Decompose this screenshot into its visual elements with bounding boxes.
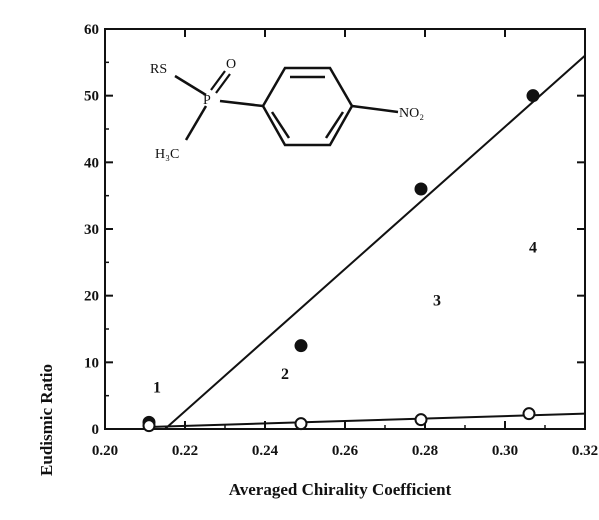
y-tick-label: 0	[92, 422, 100, 438]
open-data-point	[142, 419, 156, 433]
phosphorus-label: P	[203, 93, 211, 108]
open-data-point	[294, 417, 308, 431]
bond-ring-no2	[351, 104, 399, 114]
filled-data-point	[414, 182, 428, 196]
ring-inner-bond-left	[270, 111, 291, 139]
y-tick-label: 50	[84, 89, 99, 105]
oxygen-label: O	[226, 57, 236, 72]
x-tick-label: 0.28	[412, 443, 438, 459]
x-tick-label: 0.30	[492, 443, 518, 459]
x-tick-label: 0.22	[172, 443, 198, 459]
rs-label: RS	[150, 62, 167, 77]
plot-frame	[104, 28, 586, 430]
fit-lines	[148, 54, 586, 430]
methyl-label: H₃C	[155, 147, 179, 162]
point-number-label: 2	[281, 366, 289, 383]
bond-p-ch3	[184, 105, 208, 141]
bond-p-o-2	[215, 73, 231, 94]
y-axis-title: Eudismic Ratio	[37, 364, 56, 476]
filled-data-point	[294, 339, 308, 353]
data-points	[142, 89, 540, 433]
x-axis-title: Averaged Chirality Coefficient	[229, 480, 452, 499]
molecule-structure: RS O P H₃C NO₂	[150, 57, 424, 162]
y-tick-label: 10	[84, 355, 99, 371]
nitro-label: NO₂	[399, 106, 424, 121]
x-tick-label: 0.32	[572, 443, 598, 459]
open-data-point	[414, 413, 428, 427]
bond-p-ring	[219, 99, 264, 108]
ring-inner-bond-right	[324, 111, 345, 139]
benzene-ring	[261, 66, 354, 147]
open-data-point	[522, 407, 536, 421]
x-tick-label: 0.20	[92, 443, 118, 459]
point-annotations: 1 2 3 4	[153, 239, 537, 396]
x-tick-label: 0.26	[332, 443, 359, 459]
point-number-label: 1	[153, 379, 161, 396]
y-tick-label: 60	[84, 22, 99, 38]
fit-line	[164, 54, 586, 430]
bond-rs-p	[174, 74, 207, 97]
x-axis-ticks: 0.20 0.22 0.24 0.26 0.28 0.30 0.32	[92, 29, 598, 459]
point-number-label: 4	[529, 239, 537, 256]
y-tick-label: 20	[84, 289, 99, 305]
bond-p-o-1	[210, 70, 226, 91]
fit-line	[148, 412, 586, 428]
point-number-label: 3	[433, 293, 441, 310]
y-tick-label: 40	[84, 155, 99, 171]
x-tick-label: 0.24	[252, 443, 279, 459]
y-tick-label: 30	[84, 222, 99, 238]
y-axis-ticks: 0 10 20 30 40 50 60	[84, 22, 585, 438]
filled-data-point	[526, 89, 540, 103]
